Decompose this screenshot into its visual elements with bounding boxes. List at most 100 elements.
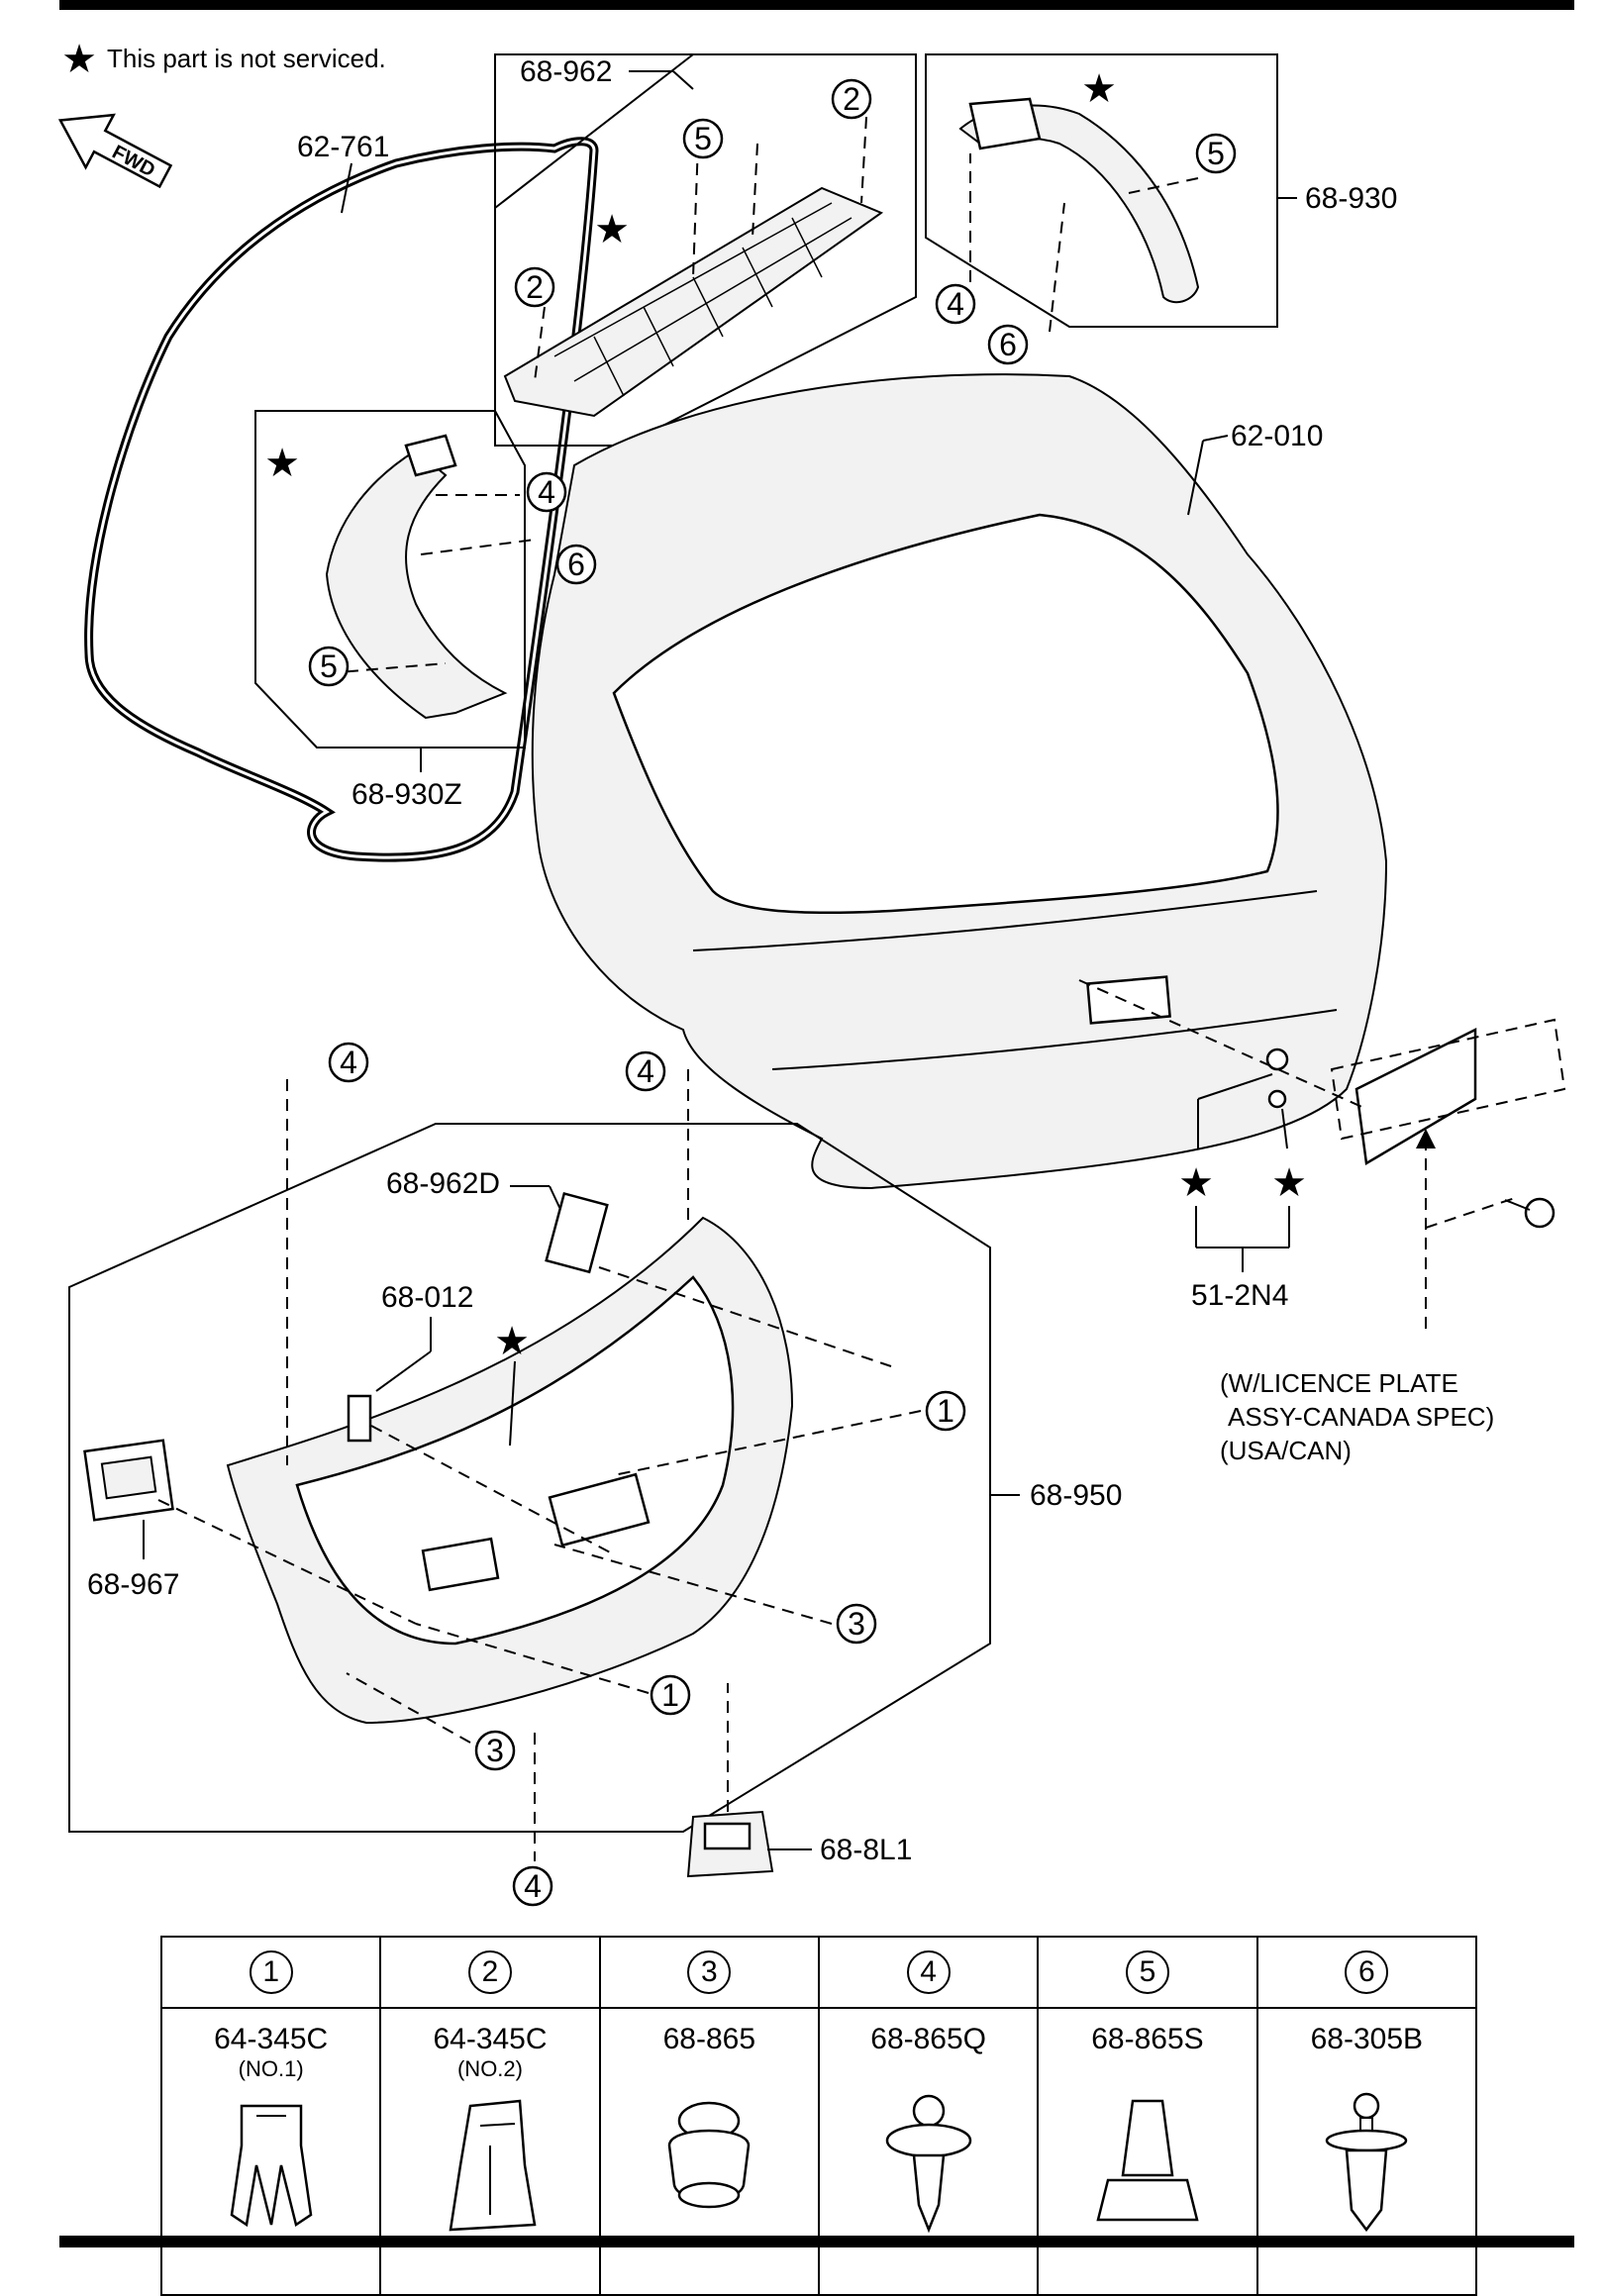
label-68-962D: 68-962D (386, 1167, 500, 1200)
clip-no2-icon (449, 2099, 537, 2232)
legend-header-3: 3 (598, 1936, 820, 2009)
callout-2: 2 (514, 266, 555, 308)
legend-header-4: 4 (817, 1936, 1040, 2009)
svg-text:4: 4 (538, 474, 555, 510)
legend-cell-4: 68-865Q (817, 2007, 1040, 2296)
svg-text:4: 4 (340, 1045, 357, 1080)
star-icon: ★ (1178, 1161, 1214, 1205)
svg-text:4: 4 (524, 1868, 542, 1904)
part-sub: (NO.1) (238, 2056, 304, 2081)
spec-line-1: (W/LICENCE PLATE (1220, 1368, 1458, 1398)
license-plate-assy: ★ ★ 51-2N4 (W/LICENCE PLATE ASSY-CANADA … (1078, 979, 1566, 1465)
label-68-8L1: 68-8L1 (820, 1834, 912, 1866)
weatherstrip-62-761: 62-761 (84, 131, 599, 862)
note-text: This part is not serviced. (107, 44, 386, 73)
legend-cell-2: 64-345C (NO.2) (379, 2007, 601, 2296)
svg-text:3: 3 (486, 1733, 504, 1768)
svg-text:3: 3 (848, 1606, 865, 1642)
part-sub (820, 2056, 1037, 2080)
part-sub (601, 2056, 818, 2080)
svg-text:1: 1 (661, 1677, 679, 1713)
part-number: 68-305B (1310, 2023, 1424, 2055)
label-62-761: 62-761 (297, 131, 389, 163)
part-number: 68-865 (662, 2023, 756, 2055)
callout-4: 4 (526, 471, 567, 513)
label-68-950: 68-950 (1030, 1479, 1122, 1512)
callout-5: 5 (308, 646, 350, 687)
svg-text:6: 6 (999, 327, 1017, 362)
label-68-930Z: 68-930Z (351, 778, 462, 811)
fwd-arrow-icon: FWD (57, 113, 173, 189)
bumper-68-8L1: 68-8L1 (686, 1683, 912, 1878)
legend-cell-3: 68-865 (598, 2007, 820, 2296)
svg-text:1: 1 (937, 1393, 954, 1429)
parts-diagram: ★ This part is not serviced. FWD 62-761 … (57, 38, 1566, 1907)
star-icon: ★ (1271, 1161, 1307, 1205)
callout-4: 4 (625, 1050, 666, 1092)
trim-panel-68-950: 68-950 ★ (68, 1123, 1122, 1833)
callout-5: 5 (1195, 133, 1237, 174)
part-sub: (NO.2) (456, 2056, 523, 2081)
spec-line-3: (USA/CAN) (1220, 1436, 1352, 1465)
legend-cell-1: 64-345C (NO.1) (159, 2007, 382, 2296)
legend-header-5: 5 (1037, 1936, 1258, 2009)
liftgate-62-010: 62-010 (531, 373, 1388, 1190)
callout-6: 6 (987, 324, 1029, 365)
star-icon: ★ (1081, 67, 1117, 111)
bolt-icon (1504, 1197, 1555, 1229)
grommet-icon (668, 2101, 751, 2209)
ball-stud-clip-icon (1326, 2092, 1408, 2233)
legend-header-2: 2 (379, 1936, 601, 2009)
callout-3: 3 (836, 1603, 877, 1645)
star-icon: ★ (494, 1320, 530, 1363)
not-serviced-note: ★ This part is not serviced. (61, 38, 386, 81)
legend-header-1: 1 (159, 1936, 382, 2009)
svg-text:4: 4 (947, 286, 964, 322)
callouts: 5 2 ★ 2 ★ 5 4 6 ★ 4 6 5 4 4 1 3 1 3 4 (264, 67, 1237, 1907)
label-68-930: 68-930 (1305, 182, 1397, 215)
svg-text:2: 2 (526, 269, 544, 305)
star-icon: ★ (264, 442, 300, 485)
label-62-010: 62-010 (1231, 420, 1323, 452)
star-icon: ★ (61, 38, 97, 81)
callout-4: 4 (512, 1865, 553, 1907)
push-pin-clip-icon (885, 2094, 971, 2234)
part-sub (1039, 2056, 1255, 2080)
label-51-2N4: 51-2N4 (1191, 1279, 1288, 1312)
callout-1: 1 (650, 1674, 691, 1716)
svg-text:5: 5 (1207, 136, 1225, 171)
left-side-trim-68-930Z: 68-930Z (254, 410, 526, 811)
callout-4: 4 (328, 1042, 369, 1083)
label-68-012: 68-012 (381, 1281, 473, 1314)
label-68-962: 68-962 (520, 55, 612, 88)
svg-text:2: 2 (843, 81, 860, 117)
legend-cell-6: 68-305B (1255, 2007, 1478, 2296)
clip-no1-icon (230, 2104, 313, 2228)
svg-text:5: 5 (320, 649, 338, 684)
svg-text:5: 5 (694, 121, 712, 156)
callout-2: 2 (831, 78, 872, 120)
legend-cell-5: 68-865S (1037, 2007, 1258, 2296)
leader-lines (286, 116, 1199, 1861)
part-number: 68-865S (1091, 2023, 1204, 2055)
right-side-trim-68-930: 68-930 (925, 53, 1397, 328)
retainer-clip-icon (1096, 2099, 1199, 2222)
part-number: 64-345C (214, 2023, 329, 2055)
part-number: 64-345C (433, 2023, 548, 2055)
star-icon: ★ (594, 208, 630, 251)
callout-4: 4 (935, 283, 976, 325)
fastener-legend-table: 1 2 3 4 5 6 64-345C (NO.1) 64-345C (NO.2… (159, 1936, 1478, 2296)
legend-header-6: 6 (1255, 1936, 1478, 2009)
label-68-967: 68-967 (87, 1568, 179, 1601)
svg-text:4: 4 (637, 1053, 654, 1089)
callout-1: 1 (925, 1390, 966, 1432)
part-sub (1258, 2056, 1475, 2080)
part-number: 68-865Q (870, 2023, 987, 2055)
top-border (59, 0, 1574, 10)
callout-6: 6 (555, 544, 597, 585)
side-bracket-68-967: 68-967 (83, 1439, 417, 1625)
switch-bracket-68-962D: 68-962D (386, 1167, 892, 1367)
svg-text:6: 6 (567, 547, 585, 582)
upper-trim-68-962: 68-962 (494, 53, 917, 447)
callout-3: 3 (474, 1730, 516, 1771)
